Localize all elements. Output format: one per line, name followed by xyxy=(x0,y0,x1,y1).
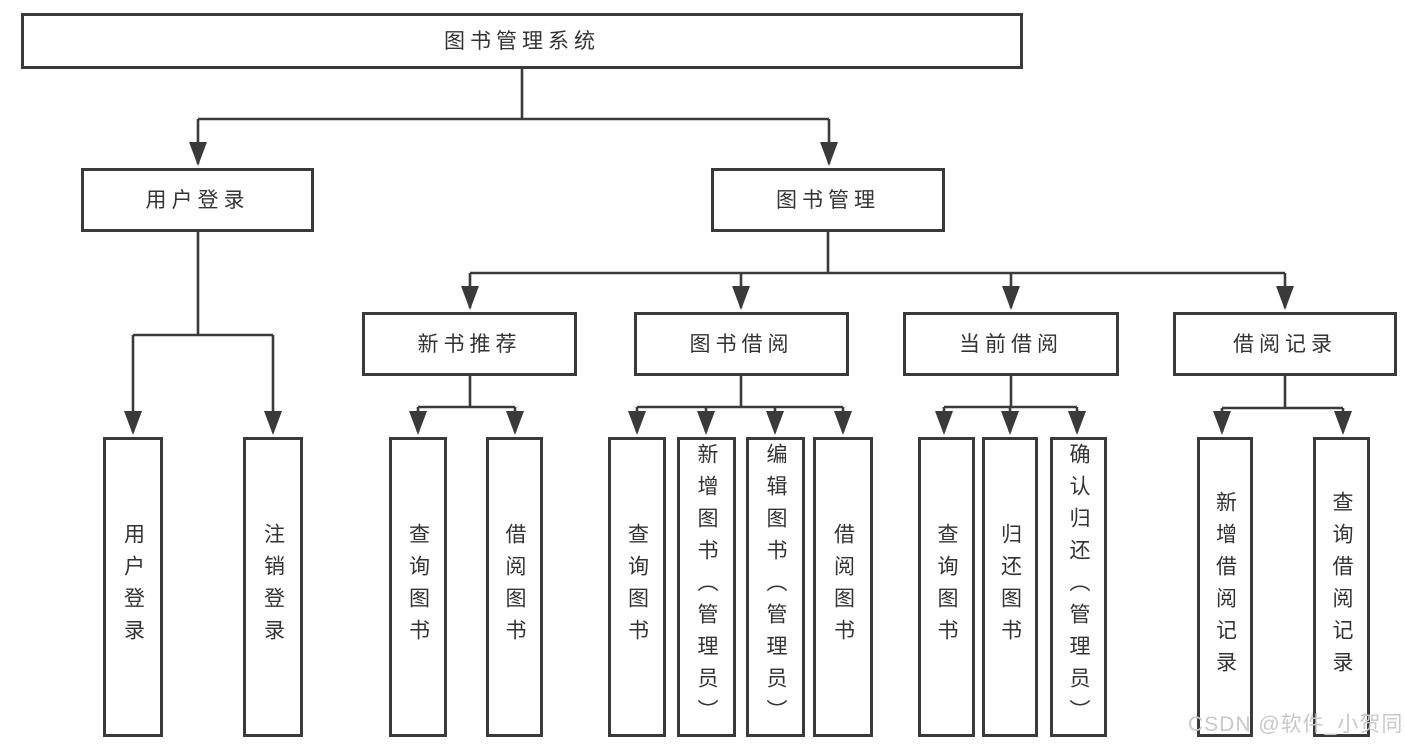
node-book-borrow: 图书借阅 xyxy=(634,312,849,376)
node-label-leaf-borrow-books-new: 借阅图书 xyxy=(503,523,527,651)
node-label-root: 图书管理系统 xyxy=(444,29,600,53)
node-leaf-user-login: 用户登录 xyxy=(103,437,163,737)
node-label-leaf-user-login: 用户登录 xyxy=(121,523,145,651)
node-label-leaf-query-books-borrow: 查询图书 xyxy=(625,523,649,651)
node-label-leaf-edit-book-admin: 编辑图书（管理员） xyxy=(764,443,788,731)
node-leaf-borrow-books-new: 借阅图书 xyxy=(486,437,543,737)
node-label-leaf-logout: 注销登录 xyxy=(261,523,285,651)
node-label-leaf-add-book-admin: 新增图书（管理员） xyxy=(695,443,719,731)
node-root: 图书管理系统 xyxy=(21,13,1023,69)
node-label-book-borrow: 图书借阅 xyxy=(689,332,794,356)
node-label-leaf-query-borrow-record: 查询借阅记录 xyxy=(1330,491,1354,683)
node-leaf-edit-book-admin: 编辑图书（管理员） xyxy=(746,437,805,737)
node-leaf-return-book: 归还图书 xyxy=(982,437,1038,737)
node-label-leaf-query-books-new: 查询图书 xyxy=(406,523,430,651)
node-label-user-login: 用户登录 xyxy=(145,188,250,212)
node-label-leaf-confirm-return-admin: 确认归还（管理员） xyxy=(1067,443,1091,731)
node-label-leaf-add-borrow-record: 新增借阅记录 xyxy=(1213,491,1237,683)
node-leaf-borrow-books-2: 借阅图书 xyxy=(813,437,873,737)
watermark: CSDN @软件_小贺同学 xyxy=(1188,713,1405,736)
node-label-borrow-records: 借阅记录 xyxy=(1233,332,1337,356)
node-user-login: 用户登录 xyxy=(81,168,314,232)
node-leaf-query-borrow-record: 查询借阅记录 xyxy=(1313,437,1370,737)
node-label-leaf-borrow-books-2: 借阅图书 xyxy=(831,523,855,651)
node-leaf-confirm-return-admin: 确认归还（管理员） xyxy=(1050,437,1107,737)
node-leaf-logout: 注销登录 xyxy=(243,437,303,737)
node-leaf-query-books-borrow: 查询图书 xyxy=(608,437,666,737)
node-current-borrow: 当前借阅 xyxy=(903,312,1119,376)
node-label-new-book-recommend: 新书推荐 xyxy=(417,332,522,356)
node-leaf-add-book-admin: 新增图书（管理员） xyxy=(677,437,736,737)
node-leaf-query-books-new: 查询图书 xyxy=(389,437,447,737)
node-book-management: 图书管理 xyxy=(711,168,945,232)
node-label-book-management: 图书管理 xyxy=(776,188,880,212)
node-new-book-recommend: 新书推荐 xyxy=(362,312,577,376)
node-borrow-records: 借阅记录 xyxy=(1173,312,1397,376)
node-label-leaf-return-book: 归还图书 xyxy=(998,523,1022,651)
node-leaf-query-books-current: 查询图书 xyxy=(918,437,975,737)
node-leaf-add-borrow-record: 新增借阅记录 xyxy=(1197,437,1253,737)
node-label-leaf-query-books-current: 查询图书 xyxy=(935,523,959,651)
node-label-current-borrow: 当前借阅 xyxy=(959,332,1063,356)
